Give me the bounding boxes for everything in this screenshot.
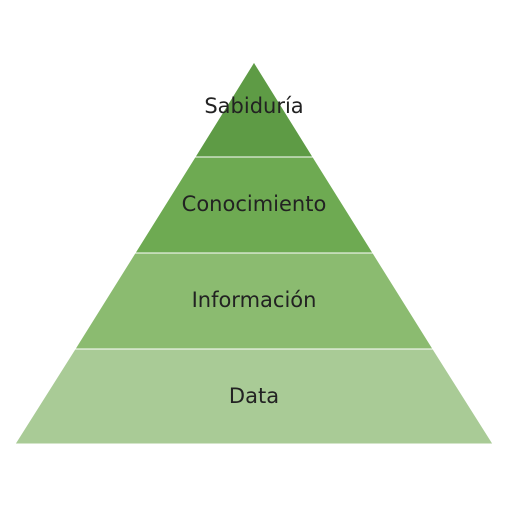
tier-conocimiento: Conocimiento xyxy=(134,156,374,254)
tier-data-shape xyxy=(14,348,494,445)
tier-informacion-label: Información xyxy=(192,288,317,312)
tier-conocimiento-label: Conocimiento xyxy=(182,192,327,216)
tier-data-label: Data xyxy=(229,384,279,408)
tier-informacion: Información xyxy=(74,252,434,350)
tier-sabiduria: Sabiduría xyxy=(194,61,314,158)
tier-data: Data xyxy=(14,348,494,445)
tier-sabiduria-label: Sabiduría xyxy=(204,94,303,118)
